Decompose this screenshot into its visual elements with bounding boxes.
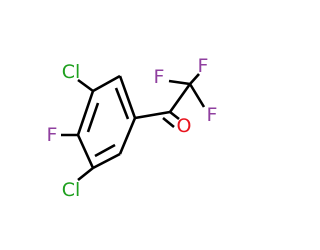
bond-cf3-f-lower bbox=[188, 83, 206, 108]
ring-bond-left bbox=[76, 90, 95, 136]
bond-cf3-f-right bbox=[189, 73, 200, 85]
molecule-structure: Cl F Cl F F F O bbox=[47, 55, 218, 201]
ring-bond-top-right bbox=[118, 75, 137, 119]
bond-carbonyl-o-2 bbox=[162, 116, 175, 129]
bond-ring-cl-upper bbox=[77, 78, 94, 93]
ring-bond-top-right-inner bbox=[114, 87, 130, 120]
bond-cf3-f-left bbox=[168, 79, 191, 86]
benzene-ring bbox=[76, 74, 137, 170]
atom-f-cf3-lower: F bbox=[207, 104, 218, 126]
substituent-bonds bbox=[61, 73, 206, 182]
atom-o-carbonyl: O bbox=[177, 115, 192, 137]
ring-bond-left-inner bbox=[86, 102, 100, 133]
bond-carbonyl-cf3 bbox=[168, 83, 192, 113]
atom-f-ring: F bbox=[47, 124, 58, 146]
bond-ring-cl-lower bbox=[77, 166, 94, 182]
bond-carbonyl-o-1 bbox=[169, 110, 180, 121]
ring-bond-top-left bbox=[92, 74, 121, 93]
ring-bond-bottom-left bbox=[76, 134, 95, 169]
atom-f-cf3-right: F bbox=[198, 55, 209, 77]
atom-f-cf3-left: F bbox=[154, 66, 165, 88]
atom-cl-upper: Cl bbox=[62, 61, 81, 83]
atom-labels: Cl F Cl F F F O bbox=[47, 55, 218, 201]
ring-bond-bottom-right-inner bbox=[94, 143, 116, 158]
ring-bond-right bbox=[118, 117, 137, 155]
bond-ring-carbonyl bbox=[134, 110, 171, 120]
ring-bond-bottom-right bbox=[92, 152, 121, 170]
atom-cl-lower: Cl bbox=[62, 179, 81, 201]
